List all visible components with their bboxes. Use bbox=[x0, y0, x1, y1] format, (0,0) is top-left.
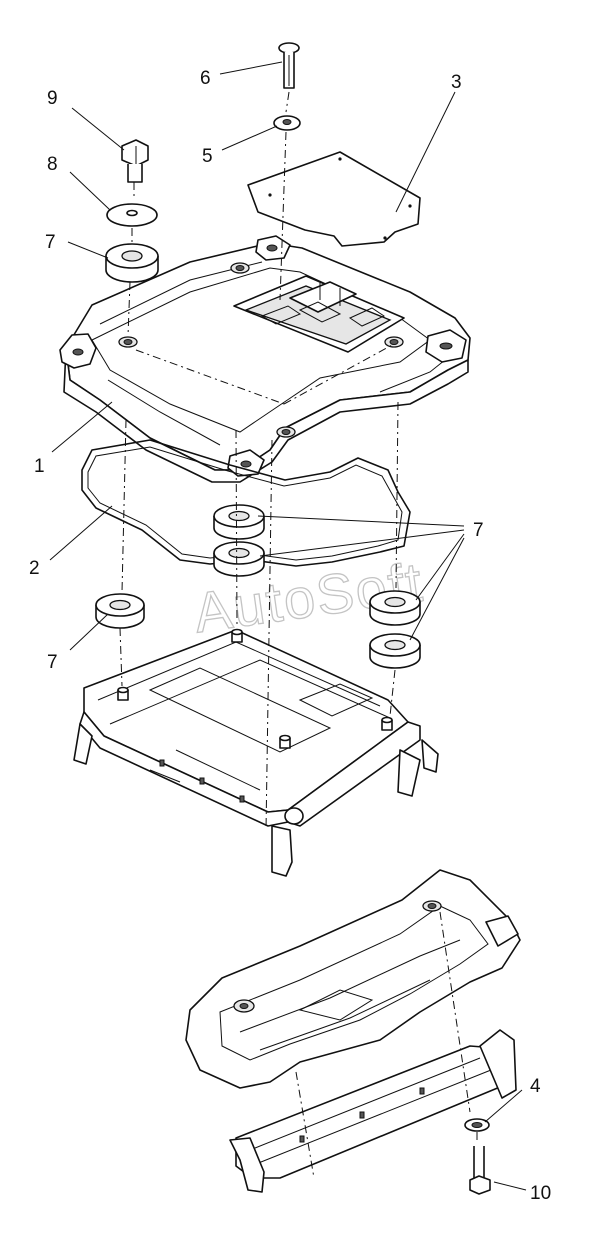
callout-3: 3 bbox=[451, 72, 462, 93]
part-7-bushing-middle-lower bbox=[213, 541, 265, 577]
leader-lines bbox=[49, 61, 527, 1191]
part-7-bushing-top bbox=[105, 243, 159, 283]
callout-4: 4 bbox=[530, 1076, 541, 1097]
callout-2: 2 bbox=[29, 558, 40, 579]
callout-7-left: 7 bbox=[47, 652, 58, 673]
part-8-washer bbox=[106, 203, 158, 227]
base-frame bbox=[73, 628, 439, 877]
assembly-axes bbox=[119, 91, 478, 1179]
callout-labels: 6 5 3 9 8 7 1 2 7 7 4 10 bbox=[29, 68, 551, 1204]
lower-beam bbox=[229, 1029, 517, 1193]
callout-7-right: 7 bbox=[473, 520, 484, 541]
callout-9: 9 bbox=[47, 88, 58, 109]
part-7-bushing-right-lower bbox=[369, 633, 421, 669]
callout-8: 8 bbox=[47, 154, 58, 175]
callout-7-top: 7 bbox=[45, 232, 56, 253]
lower-pan bbox=[185, 869, 521, 1089]
part-7-bushing-right-upper bbox=[369, 590, 421, 626]
callout-5: 5 bbox=[202, 146, 213, 167]
callout-6: 6 bbox=[200, 68, 211, 89]
part-7-bushing-left bbox=[95, 593, 145, 629]
part-2-gasket bbox=[81, 439, 411, 567]
part-10-bolt bbox=[469, 1146, 491, 1195]
part-6-screw bbox=[278, 42, 300, 89]
part-4-washer bbox=[464, 1118, 490, 1132]
part-5-washer bbox=[273, 115, 301, 131]
part-7-bushing-middle-upper bbox=[213, 504, 265, 540]
callout-10: 10 bbox=[530, 1183, 551, 1204]
part-9-bolt bbox=[121, 139, 149, 183]
part-1-housing bbox=[59, 235, 471, 483]
callout-1: 1 bbox=[34, 456, 45, 477]
part-3-cover-plate bbox=[247, 151, 421, 247]
